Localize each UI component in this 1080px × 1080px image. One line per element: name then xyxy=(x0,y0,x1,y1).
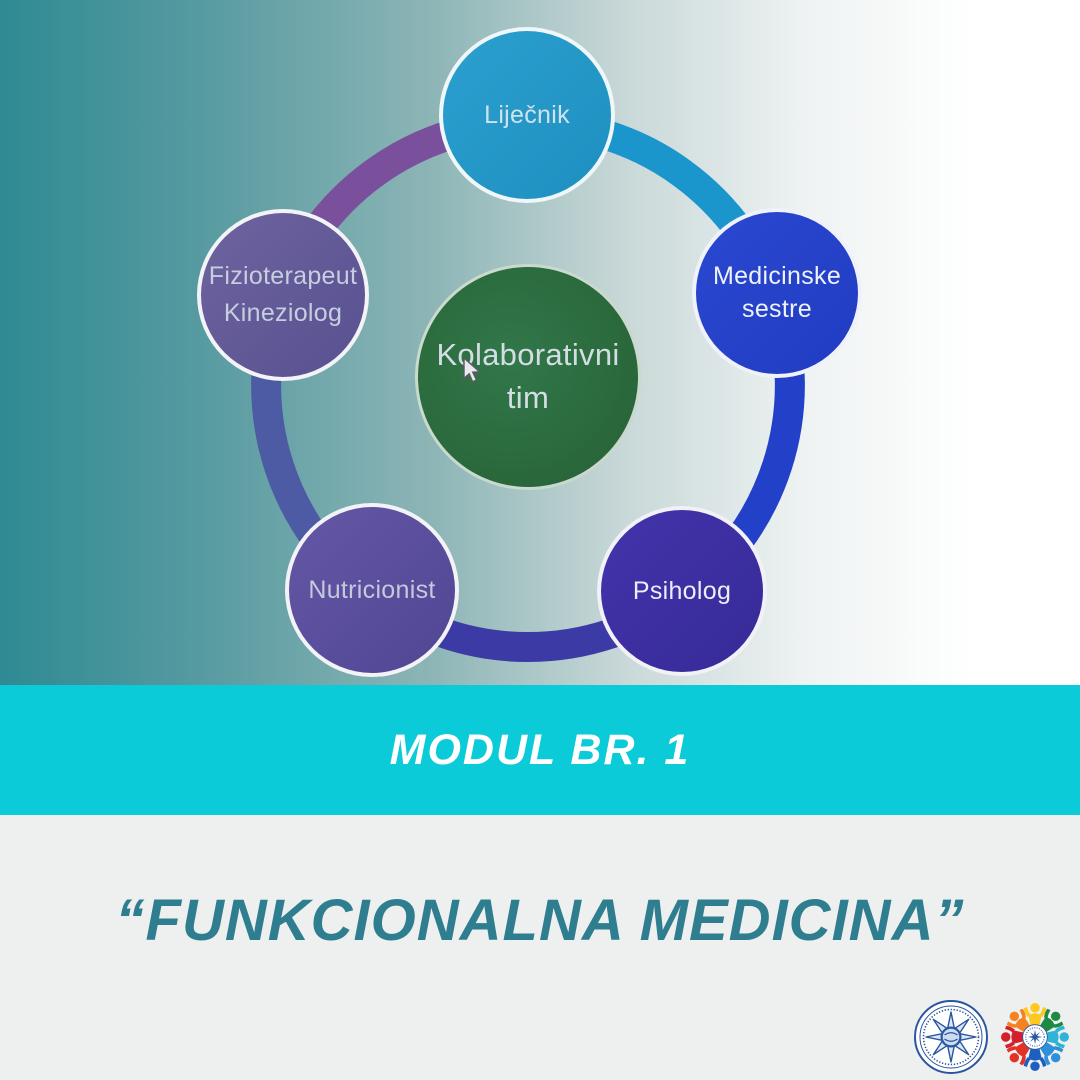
node-medicinske-sestre[interactable]: Medicinske sestre xyxy=(692,208,862,378)
node-lijecnik-label: Liječnik xyxy=(484,100,570,129)
mouse-cursor-icon xyxy=(463,358,482,383)
node-psiholog[interactable]: Psiholog xyxy=(597,506,767,676)
node-nutricionist-label: Nutricionist xyxy=(308,575,436,604)
title-area: “FUNKCIONALNA MEDICINA” xyxy=(0,815,1080,1080)
page-title: “FUNKCIONALNA MEDICINA” xyxy=(115,888,965,953)
node-nutricionist[interactable]: Nutricionist xyxy=(285,503,459,677)
people-circle-logo xyxy=(1001,1003,1069,1071)
logo-row xyxy=(913,998,1074,1076)
node-fizioterapeut-label: Fizioterapeut Kineziolog xyxy=(208,261,358,328)
node-fizioterapeut[interactable]: Fizioterapeut Kineziolog xyxy=(197,209,369,381)
node-kolaborativni-tim[interactable]: Kolaborativni tim xyxy=(415,264,641,490)
node-lijecnik[interactable]: Liječnik xyxy=(439,27,615,203)
node-psiholog-label: Psiholog xyxy=(632,576,732,605)
module-banner-label: MODUL BR. 1 xyxy=(389,725,691,774)
university-seal-logo xyxy=(914,1000,988,1074)
module-banner: MODUL BR. 1 xyxy=(0,685,1080,815)
node-medicinske-sestre-label: Medicinske sestre xyxy=(712,262,842,323)
diagram-area: Liječnik Medicinske sestre Psiholog Nutr… xyxy=(0,0,1080,685)
center-mini-star xyxy=(1027,1029,1043,1045)
